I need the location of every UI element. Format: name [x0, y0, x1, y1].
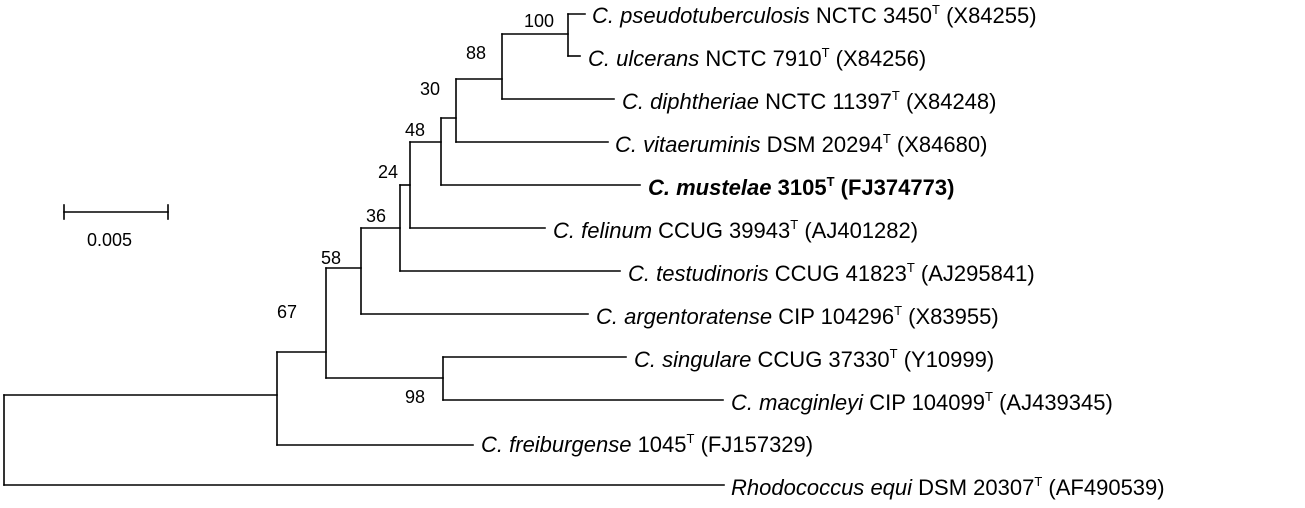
- bootstrap-value: 36: [366, 206, 386, 226]
- leaf-label-singulare: C. singulare CCUG 37330T (Y10999): [634, 346, 994, 372]
- leaf-label-argentoratense: C. argentoratense CIP 104296T (X83955): [596, 303, 999, 329]
- bootstrap-value: 88: [466, 43, 486, 63]
- leaf-label-freiburgense: C. freiburgense 1045T (FJ157329): [481, 431, 813, 457]
- scale-bar-label: 0.005: [87, 230, 132, 250]
- bootstrap-value: 100: [524, 11, 554, 31]
- leaf-label-rhodococcus-equi: Rhodococcus equi DSM 20307T (AF490539): [731, 474, 1165, 500]
- leaf-label-ulcerans: C. ulcerans NCTC 7910T (X84256): [588, 45, 926, 71]
- bootstrap-value: 24: [378, 162, 398, 182]
- leaf-label-testudinoris: C. testudinoris CCUG 41823T (AJ295841): [628, 260, 1035, 286]
- bootstrap-value: 48: [405, 120, 425, 140]
- leaf-label-felinum: C. felinum CCUG 39943T (AJ401282): [553, 217, 918, 243]
- bootstrap-value: 98: [405, 387, 425, 407]
- scale-bar: 0.005: [63, 204, 169, 250]
- leaf-label-diphtheriae: C. diphtheriae NCTC 11397T (X84248): [622, 88, 996, 114]
- leaf-label-pseudotuberculosis: C. pseudotuberculosis NCTC 3450T (X84255…: [592, 2, 1037, 28]
- leaf-label-mustelae: C. mustelae 3105T (FJ374773): [648, 174, 954, 200]
- tree-branches: [3, 13, 725, 486]
- bootstrap-value: 67: [277, 302, 297, 322]
- leaf-label-vitaeruminis: C. vitaeruminis DSM 20294T (X84680): [615, 131, 987, 157]
- leaf-label-macginleyi: C. macginleyi CIP 104099T (AJ439345): [731, 389, 1113, 415]
- bootstrap-value: 58: [321, 248, 341, 268]
- bootstrap-value: 30: [420, 79, 440, 99]
